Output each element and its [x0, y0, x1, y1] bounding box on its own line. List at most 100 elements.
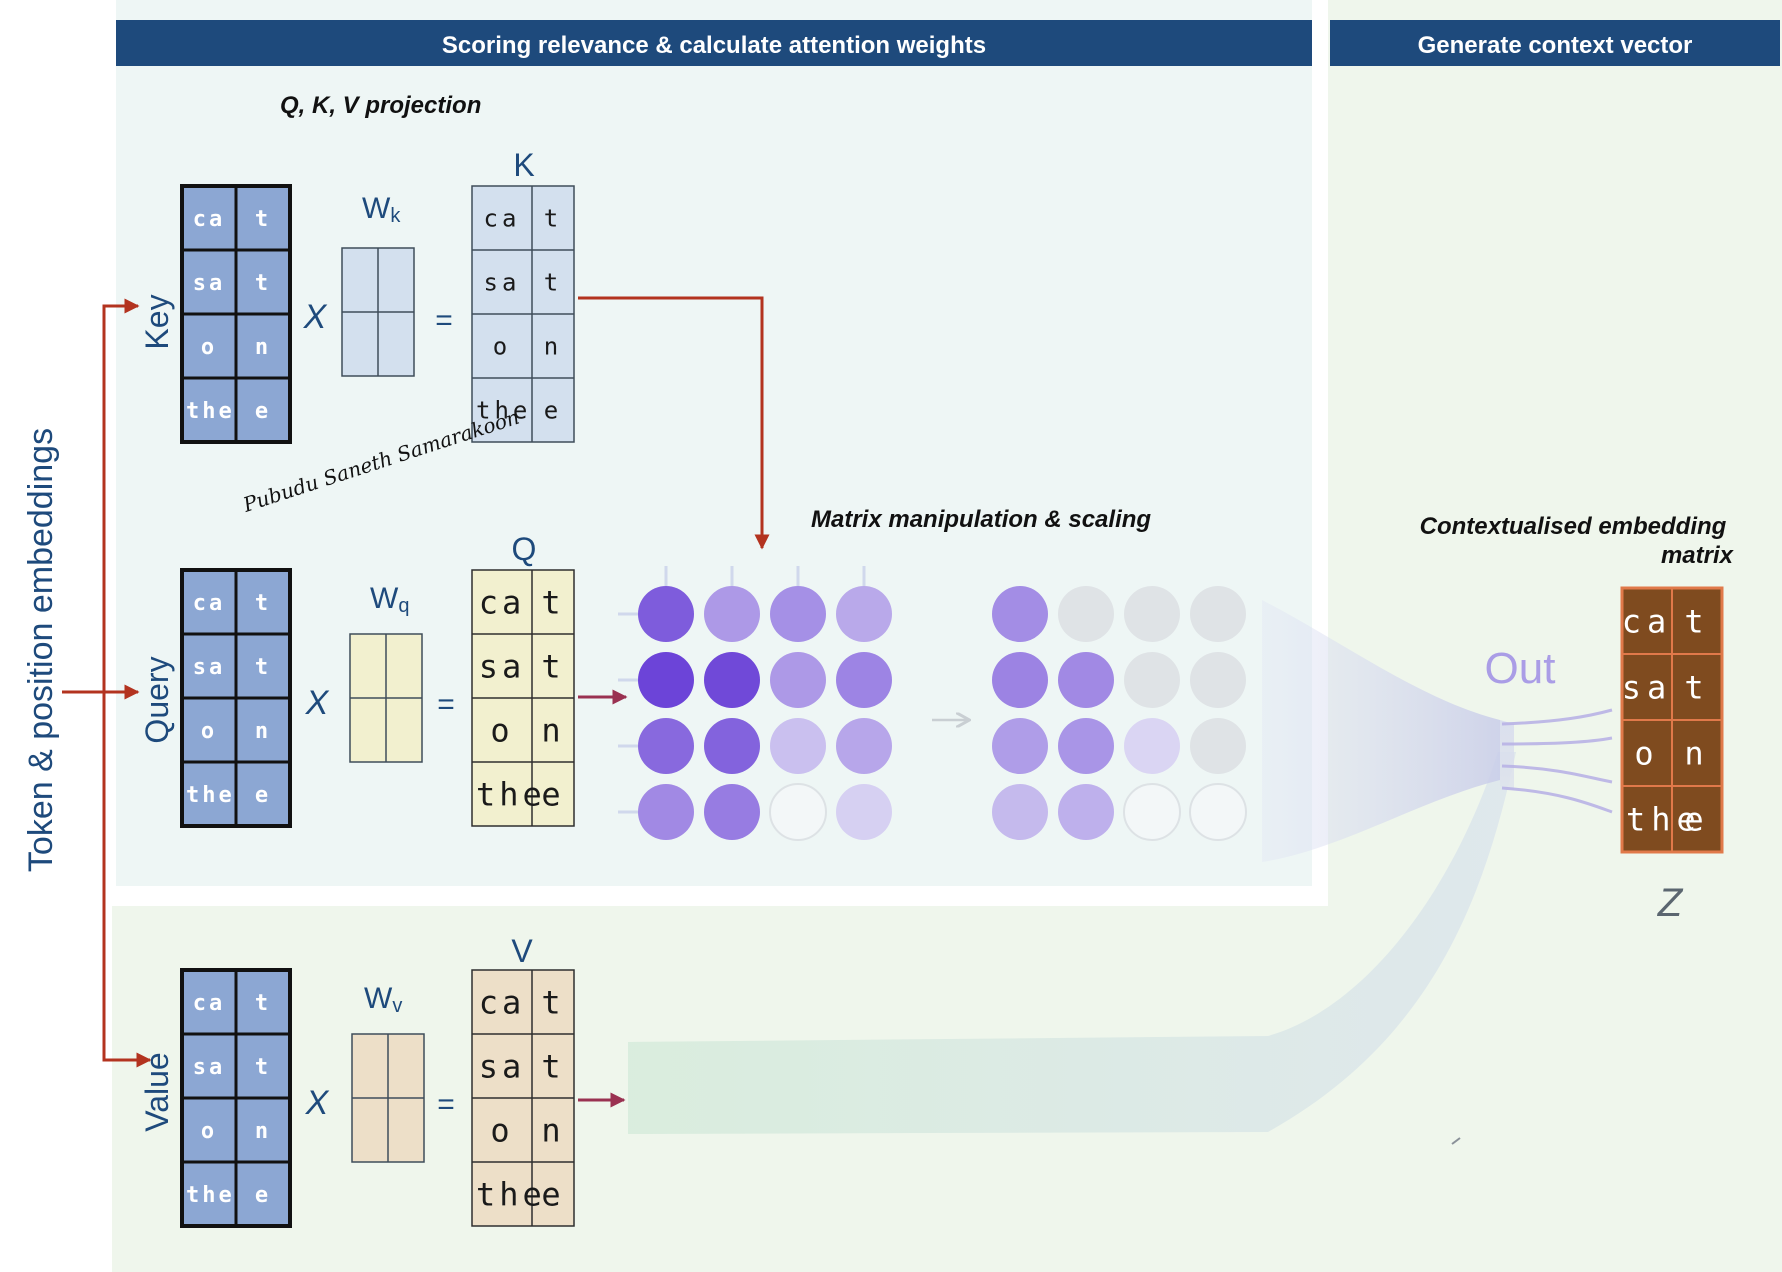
scoring-header [116, 20, 1312, 66]
attention-dot [770, 652, 826, 708]
matrix-cell-text: n [541, 712, 564, 750]
attention-dot [992, 586, 1048, 642]
matrix-cell-text: e [255, 1183, 271, 1208]
matrix-cell-text: the [476, 397, 531, 425]
matrix-cell-text: t [255, 655, 271, 680]
attention-dot [638, 718, 694, 774]
attention-dot [1124, 652, 1180, 708]
wq-label-sub: q [398, 595, 409, 617]
attention-weights-grid [992, 586, 1247, 841]
wk-label: Wk [362, 192, 401, 227]
projection-subtitle: Q, K, V projection [280, 92, 481, 119]
key-multiply-sign: X [303, 298, 328, 336]
value-equals-sign: = [437, 1088, 455, 1121]
k-to-scores-arrow [578, 296, 770, 550]
matrix-cell-text: sa [193, 655, 226, 680]
matrix-cell-text: e [1684, 801, 1709, 839]
matrix-cell-text: o [490, 712, 513, 750]
matrix-cell-text: the [186, 783, 235, 808]
matrix-cell-text: sa [484, 269, 521, 297]
wq-label: Wq [370, 582, 409, 617]
matrix-cell-text: ca [193, 207, 226, 232]
attention-scores-grid [618, 566, 892, 841]
matrix-cell-text: o [201, 335, 217, 360]
value-multiply-sign: X [305, 1084, 330, 1122]
attention-dot [1124, 718, 1180, 774]
attention-dot [1190, 718, 1246, 774]
value-flow-band [628, 752, 1516, 1134]
stray-mark [1451, 1137, 1461, 1145]
z-label: Z [1657, 881, 1684, 925]
attention-dot [638, 784, 694, 840]
attention-dot [704, 652, 760, 708]
key-label: Key [139, 294, 175, 349]
attention-dot [638, 586, 694, 642]
attention-dot [836, 586, 892, 642]
matrix-cell-text: ca [479, 984, 526, 1022]
attention-dot [704, 784, 760, 840]
attention-dot [992, 718, 1048, 774]
matrix-cell-text: t [541, 584, 564, 622]
matrix-cell-text: t [544, 269, 562, 297]
matrix-cell-text: the [1626, 801, 1702, 839]
input-arrows [62, 298, 152, 1068]
attention-dot [769, 783, 827, 841]
matrix-cell-text: t [541, 1048, 564, 1086]
wq-matrix [349, 633, 423, 763]
wq-label-main: W [370, 582, 399, 615]
wv-label-main: W [364, 982, 393, 1015]
token-position-label: Token & position embeddings [22, 428, 60, 872]
matrix-cell-text: t [544, 205, 562, 233]
matrix-cell-text: e [541, 1176, 564, 1214]
attention-dot [836, 652, 892, 708]
attention-dot [836, 784, 892, 840]
matrix-cell-text: t [1684, 603, 1709, 641]
manipulation-subtitle: Matrix manipulation & scaling [811, 506, 1151, 533]
matrix-cell-text: n [255, 335, 271, 360]
contextualised-subtitle-line1: Contextualised embedding [1420, 513, 1727, 540]
wv-matrix [351, 1033, 425, 1163]
matrix-cell-text: n [1684, 735, 1709, 773]
matrix-cell-text: e [255, 399, 271, 424]
attention-dot [1058, 718, 1114, 774]
k-result-label: K [513, 147, 534, 183]
matrix-cell-text: sa [193, 271, 226, 296]
matrix-cell-text: n [255, 1119, 271, 1144]
matrix-cell-text: o [1634, 735, 1659, 773]
matrix-cell-text: o [490, 1112, 513, 1150]
matrix-cell-text: o [493, 333, 511, 361]
query-multiply-sign: X [305, 684, 330, 722]
matrix-cell-text: sa [479, 1048, 526, 1086]
attention-dot [770, 718, 826, 774]
matrix-cell-text: t [255, 591, 271, 616]
matrix-cell-text: t [255, 271, 271, 296]
out-lines [1501, 708, 1613, 814]
attention-dot [638, 652, 694, 708]
attention-dot [1123, 783, 1181, 841]
attention-dot [770, 586, 826, 642]
attention-funnel [1262, 600, 1500, 862]
q-result-label: Q [512, 531, 537, 567]
attention-dot [704, 586, 760, 642]
matrix-cell-text: e [544, 397, 562, 425]
wv-label-sub: v [392, 995, 402, 1017]
matrix-cell-text: n [541, 1112, 564, 1150]
out-label: Out [1485, 644, 1556, 693]
attention-dot [1124, 586, 1180, 642]
wv-label: Wv [364, 982, 402, 1017]
attention-dot [1189, 783, 1247, 841]
matrix-cell-text: t [1684, 669, 1709, 707]
matrix-cell-text: the [186, 399, 235, 424]
matrix-cell-text: sa [193, 1055, 226, 1080]
query-equals-sign: = [437, 688, 455, 721]
matrix-cell-text: ca [193, 591, 226, 616]
matrix-cell-text: sa [479, 648, 526, 686]
wk-matrix [341, 247, 415, 377]
matrix-cell-text: the [476, 1176, 546, 1214]
attention-dot [1058, 586, 1114, 642]
contextualised-subtitle-line2: matrix [1661, 542, 1735, 569]
